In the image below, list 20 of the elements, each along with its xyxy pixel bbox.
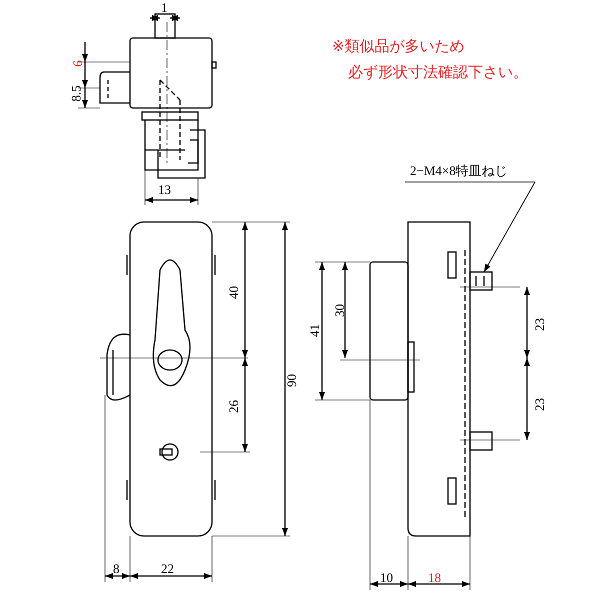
screw-drawing bbox=[469, 271, 493, 291]
dimension-value: 23 bbox=[533, 398, 546, 411]
dimension-value: 13 bbox=[158, 183, 171, 196]
dimension-value: 6 bbox=[70, 60, 84, 67]
dimension-value: 26 bbox=[227, 400, 240, 413]
dimension-value: 1 bbox=[161, 1, 168, 14]
callout-text: 2−M4×8特皿ねじ bbox=[410, 164, 508, 177]
dimension-value: 90 bbox=[285, 374, 298, 387]
dimension-value: 40 bbox=[227, 286, 240, 299]
dimension-value: 10 bbox=[380, 571, 393, 584]
leader-line bbox=[484, 182, 536, 272]
note-text: ※類似品が多いため bbox=[332, 38, 465, 55]
note-text: 必ず形状寸法確認下さい。 bbox=[348, 64, 528, 81]
dimension-value: 8 bbox=[113, 562, 120, 575]
dimension-value: 18 bbox=[428, 571, 441, 584]
dimension-value: 41 bbox=[308, 324, 321, 337]
dimension-value: 8.5 bbox=[70, 85, 83, 102]
dimension-value: 22 bbox=[161, 562, 174, 575]
dimension-value: 23 bbox=[533, 318, 546, 331]
dimension-value: 30 bbox=[333, 304, 346, 317]
